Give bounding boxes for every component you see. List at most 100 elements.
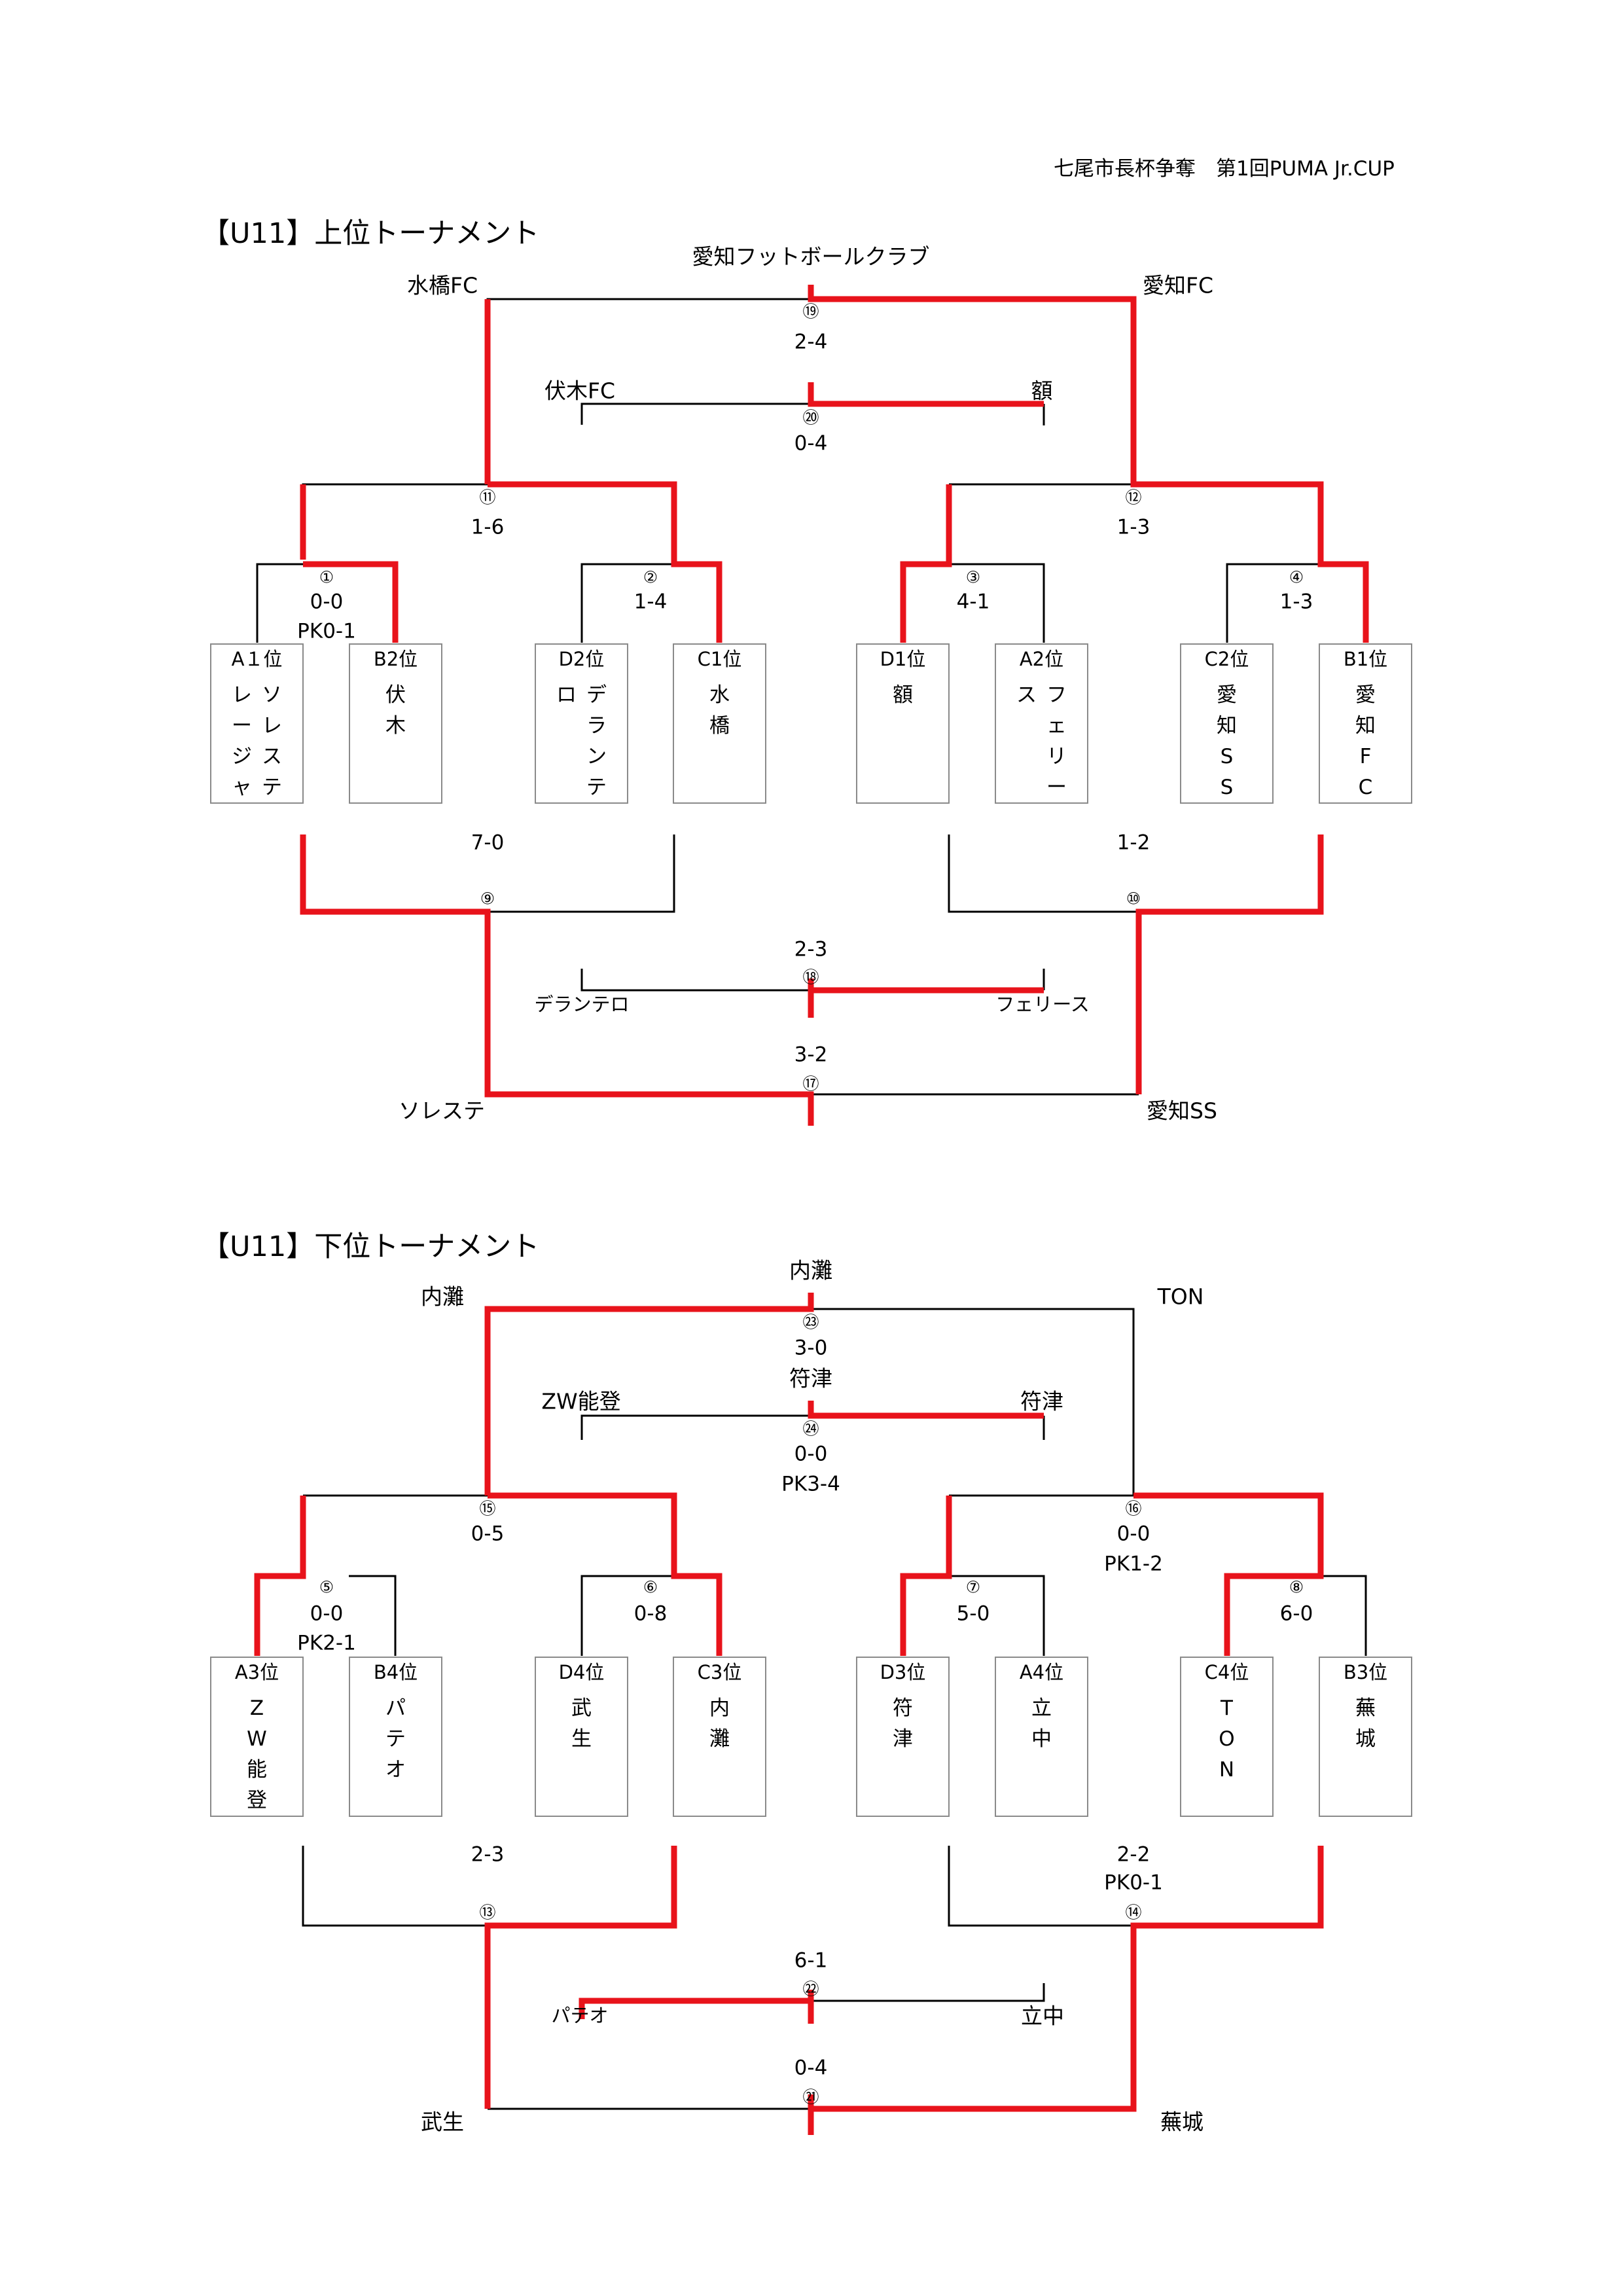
team-box-upper-a2: A2位 ス フェリー <box>995 643 1088 804</box>
team-position: B3位 <box>1343 1661 1388 1683</box>
upper-m17-right: 愛知SS <box>1147 1098 1217 1124</box>
team-position: A3位 <box>234 1661 279 1683</box>
team-name-char: C <box>1358 776 1373 799</box>
team-position: C4位 <box>1204 1661 1249 1683</box>
team-name-char: テ <box>262 776 282 799</box>
team-position: A１位 <box>231 648 283 670</box>
lower-semi-right-pk: PK1-2 <box>1104 1552 1163 1576</box>
team-name-char: F <box>1359 745 1372 768</box>
lower-r1-5-pk: PK2-1 <box>297 1631 356 1655</box>
lower-champion: 内灘 <box>789 1257 832 1283</box>
team-name-char: 中 <box>1031 1727 1052 1751</box>
team-position: B1位 <box>1343 648 1388 670</box>
match-no-4: ④ <box>1289 567 1304 587</box>
match-no-21: ㉑ <box>802 2087 819 2107</box>
match-no-15: ⑮ <box>479 1499 496 1518</box>
lower-final-left: 内灘 <box>421 1283 464 1310</box>
team-name-char: 愛 <box>1217 683 1237 707</box>
match-no-18: ⑱ <box>802 967 819 987</box>
match-no-13: ⑬ <box>479 1903 496 1922</box>
team-name-char: ャ <box>232 776 252 799</box>
upper-third-right: 額 <box>1031 378 1053 404</box>
team-name-char: ス <box>262 745 282 768</box>
team-name-char: ソ <box>262 683 282 707</box>
team-name: 武生 <box>536 1693 627 1755</box>
lower-third-left: ZW能登 <box>541 1388 621 1414</box>
lower-r1-8-score: 6-0 <box>1279 1602 1313 1626</box>
team-name-char: ー <box>1046 776 1067 799</box>
lower-third-right: 符津 <box>1020 1388 1063 1414</box>
match-no-24: ㉔ <box>802 1419 819 1439</box>
team-position: B4位 <box>373 1661 418 1683</box>
lower-third-pk: PK3-4 <box>781 1472 840 1496</box>
lower-final-score: 3-0 <box>794 1336 828 1360</box>
upper-red-lines <box>300 285 1369 1126</box>
match-no-19: ⑲ <box>802 302 819 321</box>
lower-m21-score: 0-4 <box>794 2056 828 2080</box>
match-no-6: ⑥ <box>643 1577 658 1597</box>
lower-low-left-score: 2-3 <box>471 1842 505 1867</box>
team-name-char: Z <box>249 1696 264 1720</box>
team-name-char: N <box>1219 1758 1235 1782</box>
lower-third-score: 0-0 <box>794 1442 828 1466</box>
team-position: D3位 <box>880 1661 926 1683</box>
team-name-char: 符 <box>893 1696 913 1720</box>
match-no-5: ⑤ <box>319 1577 334 1597</box>
lower-m22-right: 立中 <box>1021 2003 1064 2029</box>
match-no-12: ⑫ <box>1125 488 1142 507</box>
team-name-char: オ <box>385 1758 406 1782</box>
team-name: 額 <box>857 680 948 711</box>
team-name: 伏木 <box>350 680 441 742</box>
lower-third-winner: 符津 <box>789 1365 832 1391</box>
team-name: 立中 <box>996 1693 1087 1755</box>
upper-m17-score: 3-2 <box>794 1043 828 1067</box>
team-name: 水橋 <box>674 680 765 742</box>
lower-low-right-pk: PK0-1 <box>1104 1871 1163 1895</box>
team-position: A2位 <box>1019 648 1064 670</box>
match-no-17: ⑰ <box>802 1074 819 1094</box>
team-position: C1位 <box>697 648 742 670</box>
match-no-23: ㉓ <box>802 1312 819 1332</box>
team-box-lower-a4: A4位 立中 <box>995 1657 1088 1817</box>
team-name-char: W <box>247 1727 267 1751</box>
match-no-10: ⑩ <box>1126 889 1141 908</box>
lower-r1-5-score: 0-0 <box>310 1602 344 1626</box>
match-no-20: ⑳ <box>802 408 819 427</box>
upper-black-lines <box>256 298 1321 1096</box>
team-position: A4位 <box>1019 1661 1064 1683</box>
team-name-char: ジ <box>232 745 252 768</box>
lower-low-right-score: 2-2 <box>1116 1842 1150 1867</box>
team-name-char: フ <box>1046 683 1067 707</box>
team-position: C3位 <box>697 1661 742 1683</box>
team-name: 蕪城 <box>1320 1693 1411 1755</box>
upper-semi-left-score: 1-6 <box>471 515 505 539</box>
upper-m18-right: フェリース <box>995 993 1090 1016</box>
team-box-upper-c1: C1位 水橋 <box>673 643 766 804</box>
team-name-char: 木 <box>385 714 406 738</box>
team-position: C2位 <box>1204 648 1249 670</box>
team-name-char: 知 <box>1355 714 1376 738</box>
team-box-upper-b2: B2位 伏木 <box>349 643 442 804</box>
team-name-char: 能 <box>247 1758 267 1782</box>
team-name-char: 知 <box>1217 714 1237 738</box>
upper-title: 【U11】上位トーナメント <box>202 217 540 250</box>
upper-low-right-score: 1-2 <box>1116 831 1150 855</box>
page-header: 七尾市長杯争奪 第1回PUMA Jr.CUP <box>1054 157 1395 181</box>
team-box-lower-d3: D3位 符津 <box>856 1657 950 1817</box>
team-name-char: ス <box>1016 683 1037 707</box>
team-name: 内灘 <box>674 1693 765 1755</box>
lower-semi-right-score: 0-0 <box>1116 1522 1150 1546</box>
team-position: D2位 <box>558 648 605 670</box>
upper-final-right: 愛知FC <box>1142 272 1214 298</box>
team-name: パテオ <box>350 1693 441 1785</box>
upper-r1-1-score: 0-0 <box>310 590 344 614</box>
match-no-11: ⑪ <box>479 488 496 507</box>
upper-m18-score: 2-3 <box>794 937 828 961</box>
team-box-upper-a1: A１位 レージャ ソレステ <box>210 643 304 804</box>
team-name-char: 生 <box>571 1727 592 1751</box>
